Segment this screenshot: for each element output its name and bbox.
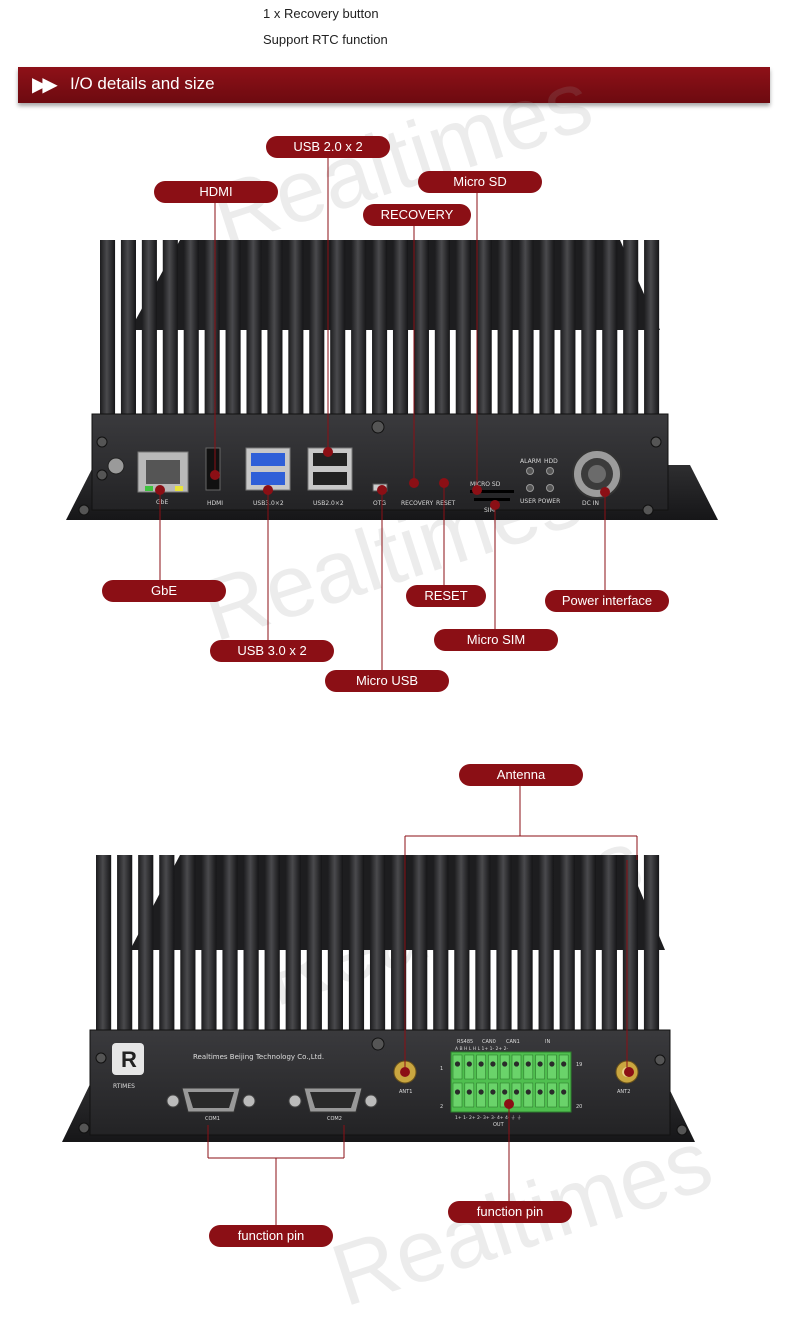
front-callout-dots	[155, 447, 610, 510]
rear-callout-lines	[207, 786, 638, 1226]
front-callout-lines	[159, 157, 606, 670]
panel-print-ant1: ANT1	[399, 1089, 412, 1095]
double-arrow-icon: ▶▶	[32, 74, 58, 96]
panel-print-top-pins: A B H L H L 1+ 1- 2+ 2-	[455, 1046, 508, 1052]
panel-print-pin20: 20	[576, 1104, 582, 1110]
panel-print-logo-text: RTIMES	[113, 1083, 135, 1090]
section-banner: ▶▶ I/O details and size	[18, 67, 770, 103]
panel-print-ant2: ANT2	[617, 1089, 630, 1095]
panel-print-otg: OTG	[373, 500, 386, 507]
panel-print-company: Realtimes Beijing Technology Co.,Ltd.	[193, 1053, 324, 1061]
panel-print-alarm: ALARM	[520, 458, 541, 465]
panel-print-out: OUT	[493, 1122, 505, 1128]
panel-print-in: IN	[545, 1039, 550, 1045]
panel-print-dcin: DC IN	[582, 500, 599, 507]
panel-print-user: USER	[520, 498, 536, 505]
rear-device: R RTIMES Realtimes Beijing Technology Co…	[62, 855, 695, 1142]
panel-print-usb2: USB2.0×2	[313, 500, 344, 507]
rear-callout-dots	[400, 1067, 634, 1109]
label-usb3: USB 3.0 x 2	[210, 640, 334, 662]
svg-text:R: R	[121, 1047, 137, 1072]
label-recovery: RECOVERY	[363, 204, 471, 226]
label-power-interface: Power interface	[545, 590, 669, 612]
label-antenna: Antenna	[459, 764, 583, 786]
label-gbe: GbE	[102, 580, 226, 602]
product-illustration: GbE HDMI USB3.0×2 USB2.0×2 OTG RECOVERY …	[62, 157, 718, 1226]
panel-print-can1: CAN1	[506, 1039, 520, 1045]
panel-print-com2: COM2	[327, 1116, 342, 1122]
panel-print-sim: SIM	[484, 507, 495, 514]
panel-print-gbe: GbE	[156, 499, 168, 506]
spec-recovery-button: 1 x Recovery button	[263, 6, 379, 21]
panel-print-micro-sd: MICRO SD	[470, 481, 501, 488]
spec-rtc-function: Support RTC function	[263, 32, 388, 47]
label-function-pin-left: function pin	[209, 1225, 333, 1247]
panel-print-reset: RESET	[436, 500, 456, 507]
panel-print-can0: CAN0	[482, 1039, 496, 1045]
label-micro-usb: Micro USB	[325, 670, 449, 692]
panel-print-rs485: RS485	[457, 1039, 473, 1045]
panel-print-com1: COM1	[205, 1116, 220, 1122]
front-device: GbE HDMI USB3.0×2 USB2.0×2 OTG RECOVERY …	[66, 240, 718, 520]
label-usb2: USB 2.0 x 2	[266, 136, 390, 158]
label-function-pin-right: function pin	[448, 1201, 572, 1223]
panel-print-pin2: 2	[440, 1104, 443, 1110]
panel-print-power: POWER	[538, 498, 560, 505]
label-hdmi: HDMI	[154, 181, 278, 203]
panel-print-pin19: 19	[576, 1062, 582, 1068]
label-micro-sd: Micro SD	[418, 171, 542, 193]
section-title: I/O details and size	[70, 74, 215, 93]
panel-print-pin1: 1	[440, 1066, 443, 1072]
panel-print-bottom-pins: 1+ 1- 2+ 2- 3+ 3- 4+ 4- ⏚ ⏚	[455, 1114, 521, 1121]
label-reset: RESET	[406, 585, 486, 607]
panel-print-hdd: HDD	[544, 458, 558, 465]
panel-print-hdmi: HDMI	[207, 500, 223, 507]
panel-print-recovery: RECOVERY	[401, 500, 433, 507]
label-micro-sim: Micro SIM	[434, 629, 558, 651]
